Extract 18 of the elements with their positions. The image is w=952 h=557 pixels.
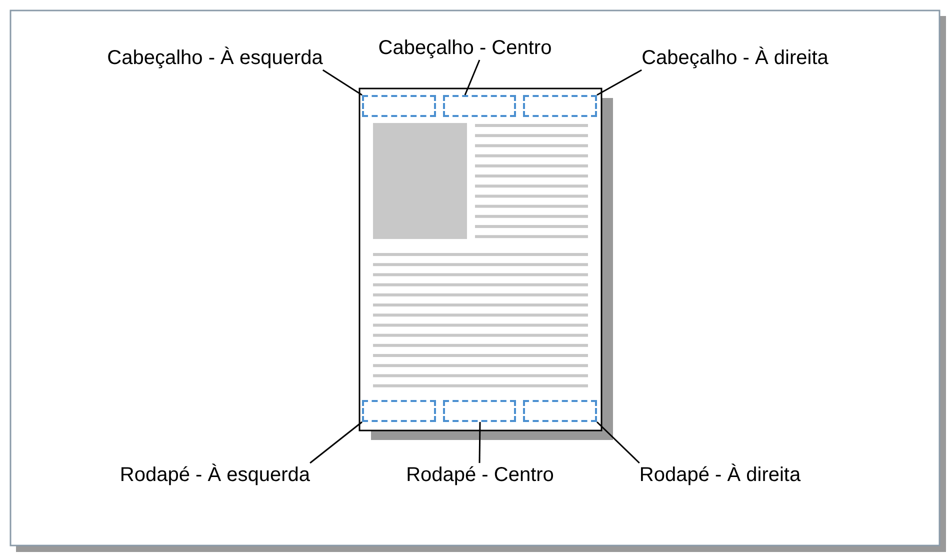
callout-label: Rodapé - Centro	[406, 463, 554, 487]
callout-label: Rodapé - À esquerda	[120, 463, 310, 487]
callout-label: Cabeçalho - À direita	[642, 46, 828, 70]
dashed-region	[362, 400, 436, 422]
leader-line	[322, 69, 362, 96]
leader-line	[596, 421, 640, 464]
dashed-region	[443, 95, 516, 117]
dashed-region	[523, 400, 597, 422]
callout-label: Rodapé - À direita	[639, 463, 801, 487]
callout-label: Cabeçalho - À esquerda	[107, 46, 323, 70]
leader-line	[310, 421, 362, 464]
callout-label: Cabeçalho - Centro	[378, 36, 552, 60]
leader-line	[464, 60, 480, 96]
leader-line	[478, 422, 481, 464]
dashed-region	[362, 95, 436, 117]
dashed-region	[443, 400, 516, 422]
dashed-region	[523, 95, 597, 117]
leader-line	[596, 69, 642, 96]
